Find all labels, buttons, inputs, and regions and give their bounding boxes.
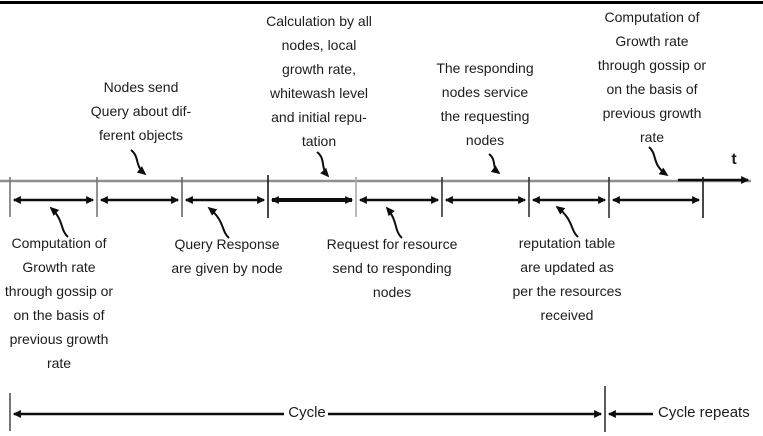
label-responding-nodes-service: The responding nodes service the request… <box>436 60 534 148</box>
callout-arrow <box>207 206 230 239</box>
label-computation-growth-rate-top: Computation of Growth rate through gossi… <box>597 9 707 145</box>
label-computation-growth-rate-bottom: Computation of Growth rate through gossi… <box>4 235 114 371</box>
callout-arrow <box>488 153 501 175</box>
label-calculation-by-all-nodes: Calculation by all nodes, local growth r… <box>266 13 372 149</box>
top-border-rule <box>0 1 763 4</box>
time-axis-label: t <box>731 151 737 168</box>
time-ticks <box>9 175 704 218</box>
callout-arrow <box>648 146 669 177</box>
label-request-for-resource: Request for resource send to responding … <box>326 236 458 300</box>
label-nodes-send-query: Nodes send Query about dif- ferent objec… <box>90 79 192 143</box>
callout-arrow <box>385 206 403 239</box>
callout-arrow <box>130 149 147 176</box>
callout-arrow <box>49 206 69 238</box>
callout-arrows-top <box>130 146 669 178</box>
cycle-span <box>9 386 653 432</box>
label-query-response: Query Response are given by node <box>171 236 283 276</box>
callout-arrows-bottom <box>49 205 579 239</box>
callout-arrow <box>316 151 330 178</box>
cycle-label: Cycle <box>288 404 326 421</box>
callout-arrow <box>555 205 579 238</box>
cycle-repeats-label: Cycle repeats <box>658 404 750 421</box>
label-reputation-table-update: reputation table are updated as per the … <box>512 235 622 323</box>
